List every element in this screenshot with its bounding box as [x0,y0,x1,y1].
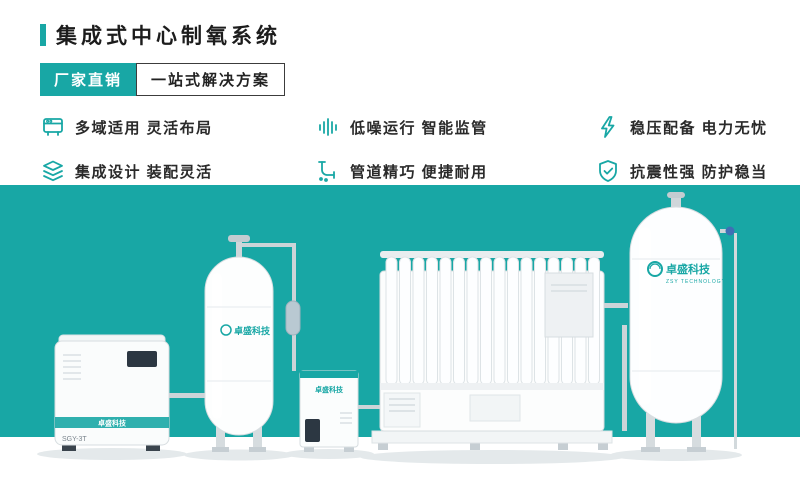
psa-oxygen-generator [371,251,613,450]
psa-control-cabinet [544,272,594,338]
dryer-window [305,419,320,442]
feature-text: 稳压配备 电力无忧 [630,119,768,137]
pipe-icon [315,158,341,184]
air-receiver-tank: 卓盛科技 [204,235,294,452]
lightning-icon [595,114,621,140]
dryer-brand-label: 卓盛科技 [315,385,344,394]
feature-text: 低噪运行 智能监管 [350,119,488,137]
hero-section: 卓盛科技 SGY-3T 卓盛科技 [0,185,800,493]
feature-item-shock-resistant: 抗震性强 防护稳当 [595,158,800,184]
feature-text: 集成设计 装配灵活 [75,163,213,181]
pipe-compressor-tank [169,393,205,398]
inline-filter [285,300,301,336]
tank-valve [228,235,250,242]
tank-brand-label: 卓盛科技 [234,325,271,336]
relief-valve [725,226,735,236]
oxygen-storage-tank: 卓盛科技 ZSY TECHNOLOGY [622,192,737,452]
badge-factory-direct: 厂家直销 [40,63,137,96]
filter-unit [285,243,301,371]
badge-row: 厂家直销 一站式解决方案 [40,63,286,96]
feature-item-multi-domain: 多域适用 灵活布局 [40,114,315,140]
compressor-brand-label: 卓盛科技 [98,419,127,428]
brand-logo-icon [647,261,663,277]
header: 集成式中心制氧系统 [40,20,800,50]
feature-grid: 多域适用 灵活布局 低噪运行 智能监管 稳压配备 电力无忧 [40,114,800,184]
feature-item-integrated-design: 集成设计 装配灵活 [40,158,315,184]
badge-one-stop-solution: 一站式解决方案 [136,63,286,96]
feature-item-compact-piping: 管道精巧 便捷耐用 [315,158,595,184]
sound-waves-icon [315,114,341,140]
brand-logo-icon [220,324,232,336]
oxygen-tank-brand-sub: ZSY TECHNOLOGY [666,279,726,285]
layers-icon [40,158,66,184]
feature-item-stable-power: 稳压配备 电力无忧 [595,114,800,140]
air-compressor: 卓盛科技 SGY-3T [54,334,170,451]
oxygen-tank-brand-label: 卓盛科技 [666,262,711,276]
equipment-illustration: 卓盛科技 SGY-3T 卓盛科技 [0,192,800,493]
machine-icon [40,114,66,140]
pipe-skid-tank [604,303,628,308]
tank-top-valve [667,192,685,198]
feature-text: 管道精巧 便捷耐用 [350,163,488,181]
feature-text: 多域适用 灵活布局 [75,119,213,137]
shield-check-icon [595,158,621,184]
compressor-model-label: SGY-3T [62,436,87,443]
compressor-display [127,351,157,367]
feature-item-low-noise: 低噪运行 智能监管 [315,114,595,140]
title-accent-bar [40,24,46,46]
dryer-unit: 卓盛科技 [299,370,380,452]
page-title: 集成式中心制氧系统 [56,25,281,48]
floor [0,437,800,493]
feature-text: 抗震性强 防护稳当 [630,163,768,181]
